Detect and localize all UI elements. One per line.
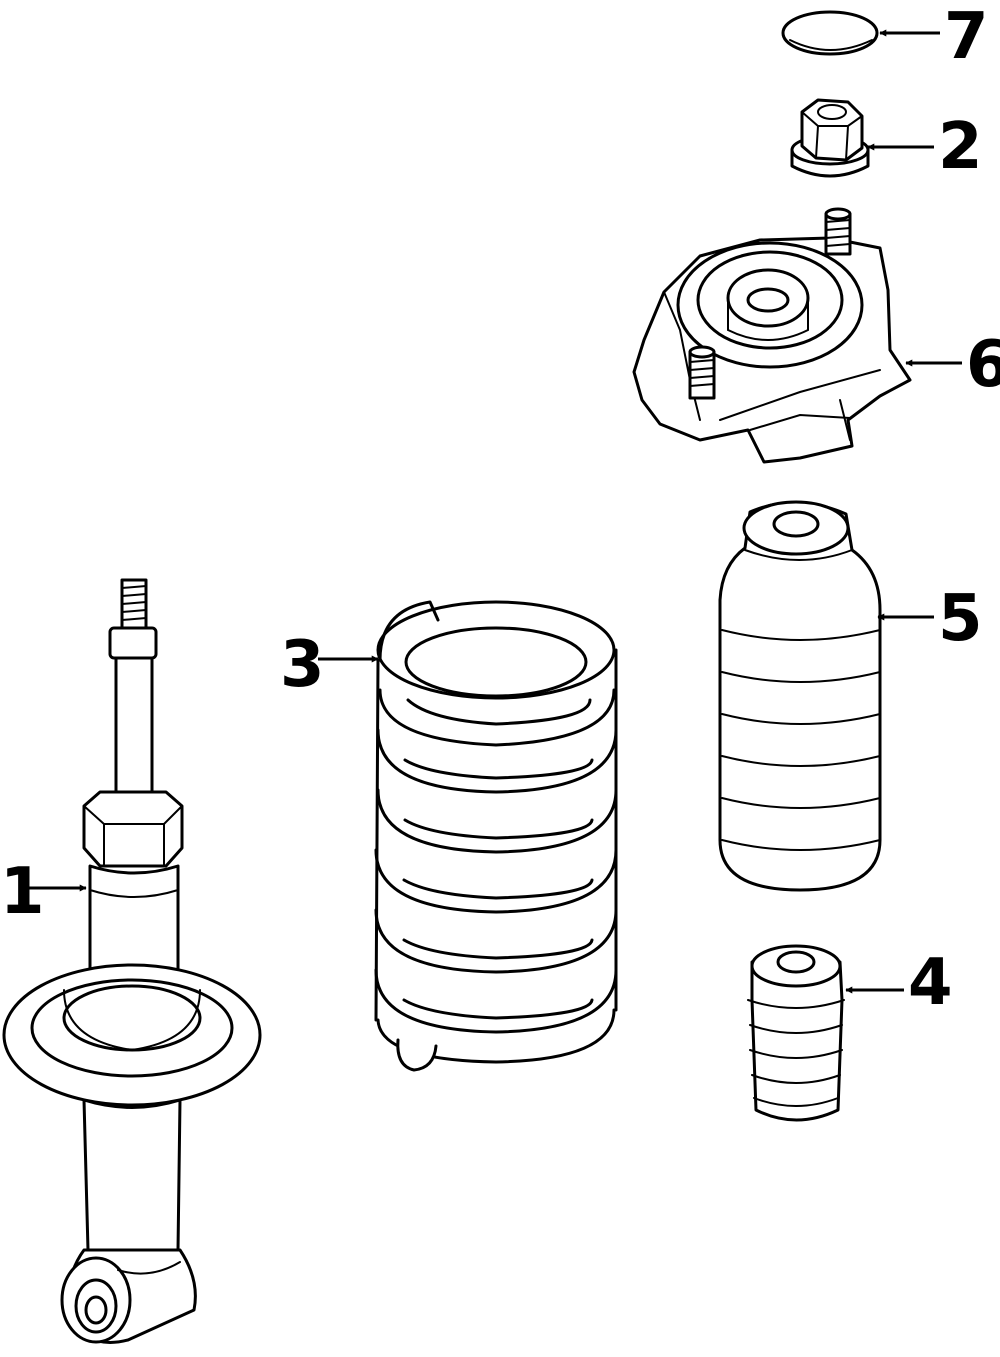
part-1-shock-absorber <box>2 578 262 1344</box>
callout-3: 3 <box>280 628 379 702</box>
callout-label-6: 6 <box>966 328 1000 402</box>
callout-6: 6 <box>905 328 1000 402</box>
callout-label-4: 4 <box>908 946 953 1020</box>
callout-1: 1 <box>0 855 87 929</box>
part-5-dust-boot <box>718 500 882 892</box>
callout-7: 7 <box>879 0 989 74</box>
part-2-nut <box>790 98 870 178</box>
callout-5: 5 <box>877 582 983 656</box>
part-6-strut-mount <box>632 207 912 464</box>
callout-label-1: 1 <box>0 855 45 929</box>
callout-2: 2 <box>867 110 983 184</box>
callout-4: 4 <box>845 946 953 1020</box>
callout-label-2: 2 <box>938 110 983 184</box>
part-3-coil-spring <box>374 600 618 1072</box>
callout-label-7: 7 <box>944 0 989 74</box>
part-7-cap <box>781 10 879 56</box>
callout-label-5: 5 <box>938 582 983 656</box>
callout-label-3: 3 <box>280 628 325 702</box>
part-4-bump-stop <box>747 944 845 1122</box>
